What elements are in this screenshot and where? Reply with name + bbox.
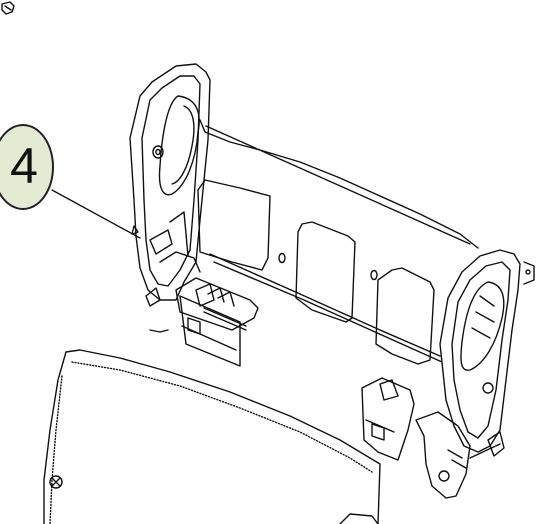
callout-leader-line	[51, 189, 141, 239]
bracket-back-plate	[197, 119, 479, 365]
screw-fragment	[1, 1, 15, 15]
bracket-right-side	[439, 249, 535, 453]
callout-bubble	[0, 124, 54, 210]
front-cover	[43, 349, 381, 524]
right-clip-assembly	[361, 377, 505, 499]
left-clip-assembly	[145, 277, 259, 367]
callout-number: 4	[10, 138, 38, 194]
bracket-left-side	[129, 63, 211, 301]
